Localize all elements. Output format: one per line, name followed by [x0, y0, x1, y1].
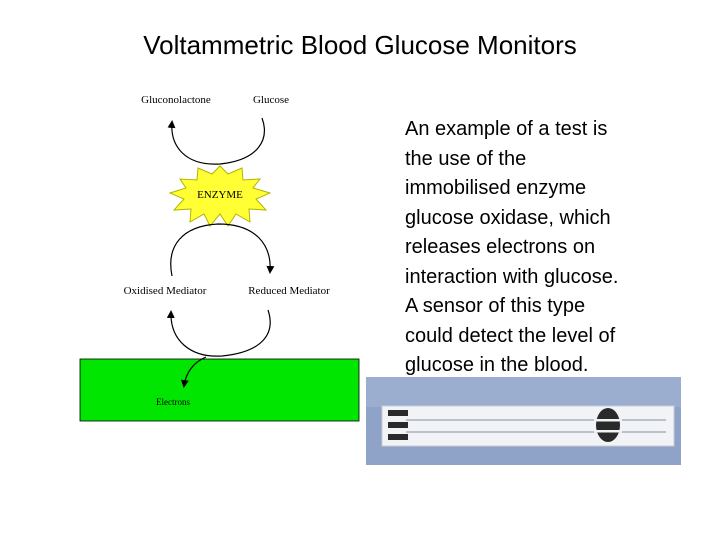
photo-background-shade	[366, 377, 681, 407]
label-oxidised-mediator: Oxidised Mediator	[124, 285, 207, 297]
top-cycle-arrow	[167, 117, 265, 165]
body-text-line: releases electrons on	[405, 236, 596, 258]
body-text-line: glucose oxidase, which	[405, 206, 611, 229]
test-strip-photo	[366, 377, 681, 465]
bottom-cycle-arrow	[166, 309, 271, 357]
enzyme-label: ENZYME	[197, 189, 243, 201]
electrode-block	[79, 358, 360, 422]
body-text-line: immobilised enzyme	[405, 177, 587, 199]
body-text-line: An example of a test is	[405, 118, 608, 140]
test-strip	[381, 405, 675, 447]
strip-contact-pads	[388, 410, 408, 440]
enzyme-mediator-diagram: Gluconolactone Glucose ENZYME Oxidised M…	[79, 94, 360, 422]
body-text: An example of a test is the use of the imm…	[405, 115, 695, 381]
strip-sensor-electrodes	[594, 408, 622, 442]
body-text-line: interaction with glucose.	[405, 265, 619, 288]
slide-title: Voltammetric Blood Glucose Monitors	[143, 30, 577, 60]
label-glucose: Glucose	[253, 94, 289, 106]
body-text-line: A sensor of this type	[405, 295, 586, 317]
enzyme-starburst-shape	[168, 165, 272, 227]
body-text-line: glucose in the blood.	[405, 354, 589, 376]
label-gluconolactone: Gluconolactone	[141, 94, 211, 106]
electron-arrow	[180, 356, 207, 388]
body-text-line: the use of the	[405, 147, 527, 170]
body-text-line: could detect the level of	[405, 324, 616, 347]
middle-cycle-arrow	[170, 223, 275, 277]
label-electrons: Electrons	[156, 397, 190, 407]
label-reduced-mediator: Reduced Mediator	[248, 285, 330, 297]
